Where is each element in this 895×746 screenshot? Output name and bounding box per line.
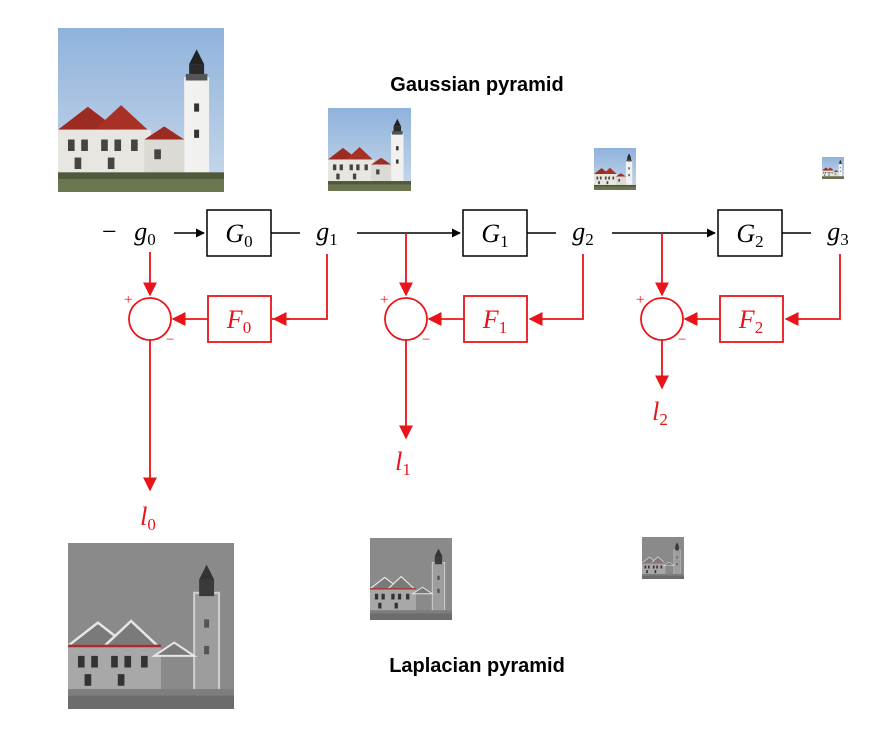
gaussian-image-level-2 — [594, 148, 636, 190]
laplacian-image-level-1 — [370, 538, 452, 620]
sum-node-2 — [640, 297, 684, 341]
sum-2-plus: + — [636, 292, 644, 308]
line-g1-feedback — [272, 254, 328, 320]
signal-g3: g3 — [827, 217, 849, 249]
laplacian-image-level-2 — [642, 537, 684, 579]
line-g2-feedback — [546, 254, 584, 320]
gaussian-image-level-0 — [58, 28, 224, 192]
sum-0-minus: − — [166, 332, 174, 348]
block-G2-label: G2 — [736, 219, 763, 251]
sum-2-minus: − — [678, 332, 686, 348]
block-F2-label: F2 — [738, 305, 763, 337]
laplacian-pyramid-title: Laplacian pyramid — [389, 655, 565, 677]
block-F0-label: F0 — [226, 305, 251, 337]
block-F2 — [719, 295, 784, 343]
line-g3-feedback — [802, 254, 841, 320]
block-G1-label: G1 — [481, 219, 508, 251]
gaussian-image-level-3 — [822, 157, 844, 179]
sum-node-1 — [384, 297, 428, 341]
block-F0 — [207, 295, 272, 343]
signal-g0: g0 — [134, 217, 156, 249]
block-F1-label: F1 — [482, 305, 507, 337]
signal-g2: g2 — [572, 217, 594, 249]
signal-g1: g1 — [316, 217, 338, 249]
sum-1-plus: + — [380, 292, 388, 308]
sum-0-plus: + — [124, 292, 132, 308]
gaussian-pyramid-title: Gaussian pyramid — [390, 74, 563, 96]
block-G2 — [717, 209, 783, 257]
block-G0-label: G0 — [225, 219, 252, 251]
laplacian-image-level-0 — [68, 543, 234, 709]
block-F1 — [463, 295, 528, 343]
output-l1: l1 — [395, 447, 411, 479]
input-dash: − — [100, 217, 118, 246]
sum-1-minus: − — [422, 332, 430, 348]
sum-node-0 — [128, 297, 172, 341]
output-l0: l0 — [140, 502, 156, 534]
output-l2: l2 — [652, 397, 668, 429]
gaussian-image-level-1 — [328, 108, 411, 191]
